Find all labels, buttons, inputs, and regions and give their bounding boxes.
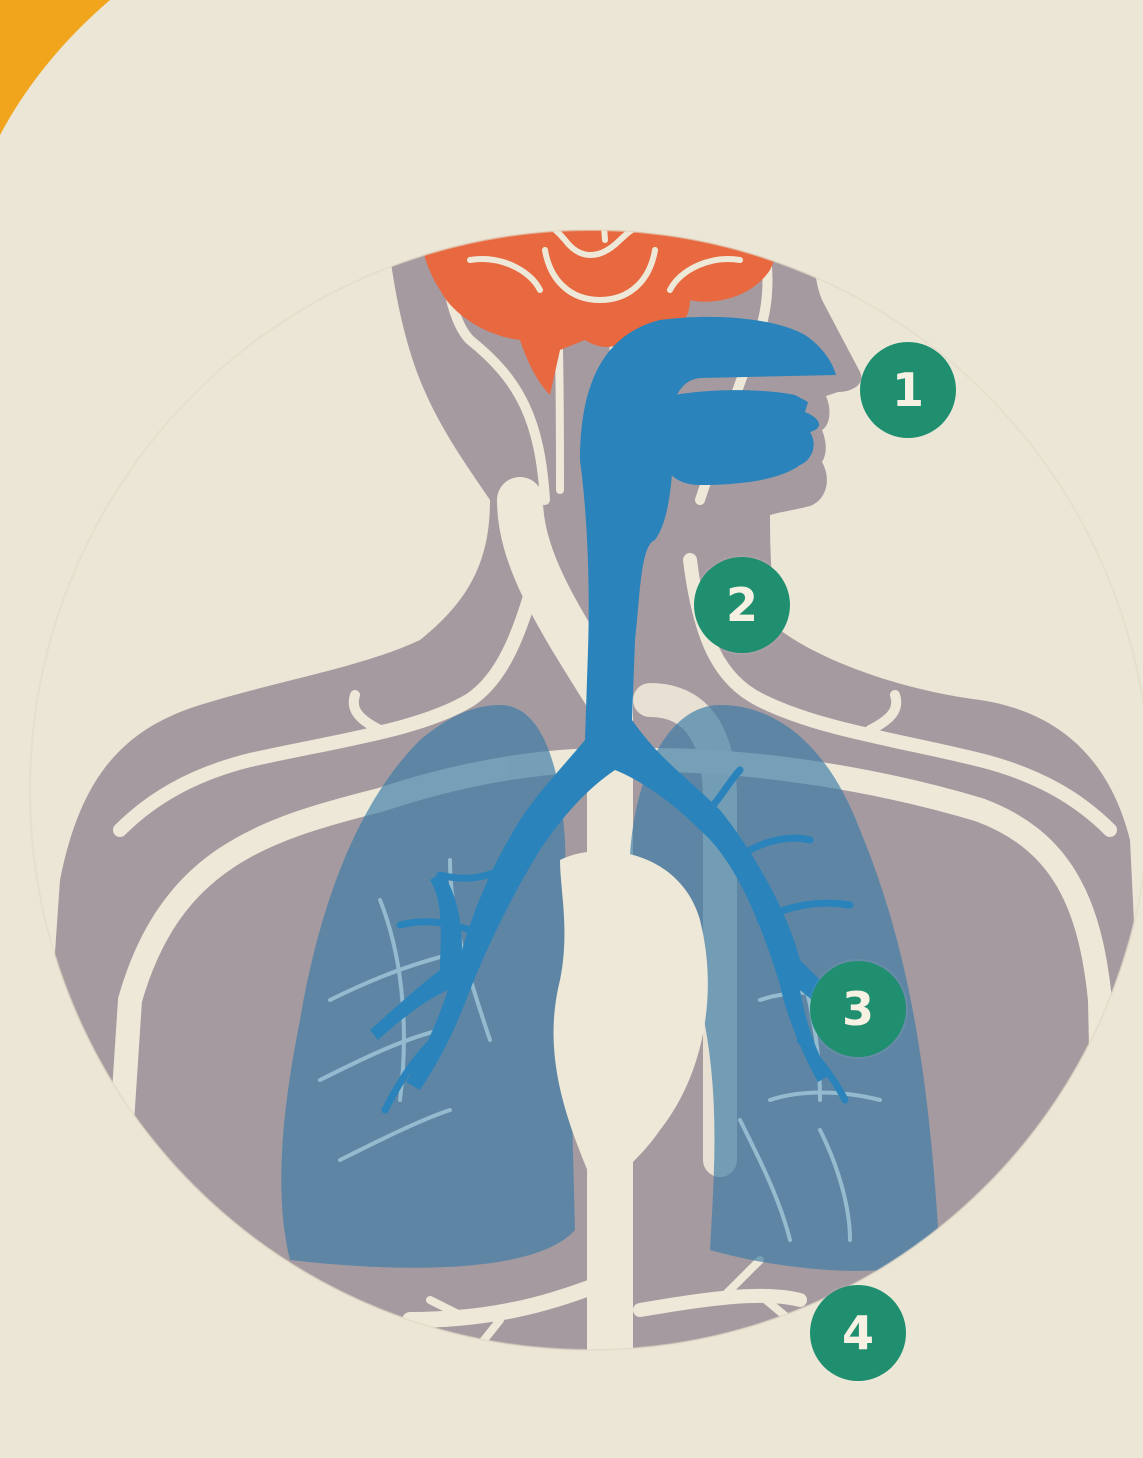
marker-1-label: 1 bbox=[892, 363, 924, 417]
marker-3[interactable]: 3 bbox=[810, 961, 906, 1057]
marker-4[interactable]: 4 bbox=[810, 1285, 906, 1381]
marker-1[interactable]: 1 bbox=[860, 342, 956, 438]
marker-2[interactable]: 2 bbox=[694, 557, 790, 653]
marker-2-label: 2 bbox=[726, 578, 758, 632]
marker-3-label: 3 bbox=[842, 982, 874, 1036]
marker-4-label: 4 bbox=[842, 1306, 874, 1360]
